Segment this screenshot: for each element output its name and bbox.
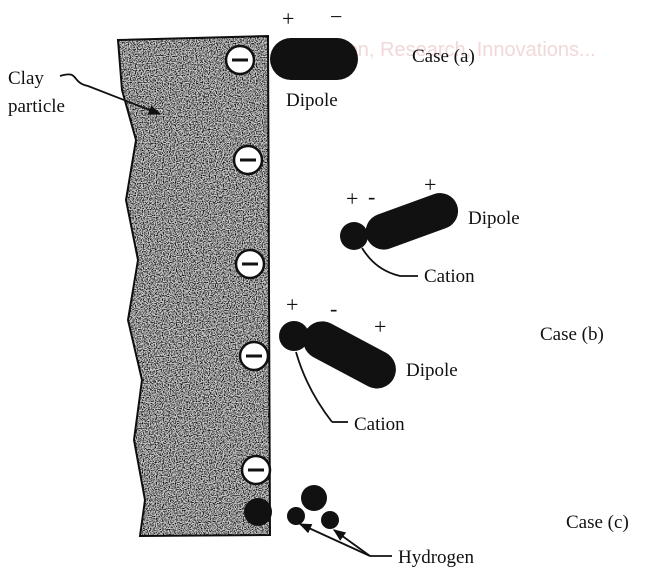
negative-charge-icon	[242, 456, 270, 484]
case-b-label: Case (b)	[540, 324, 604, 345]
minus-sign: -	[330, 296, 337, 321]
negative-charge-icon	[234, 146, 262, 174]
case-a-label: Case (a)	[412, 46, 475, 67]
hydrogen-leader-1	[300, 524, 370, 556]
dipole-b1-label: Dipole	[468, 208, 520, 229]
plus-sign: +	[282, 6, 294, 31]
negative-charge-icon	[240, 342, 268, 370]
plus-sign: +	[374, 314, 386, 339]
cation-dipole-b-upper	[340, 188, 463, 255]
plus-sign: +	[346, 186, 358, 211]
case-c-label: Case (c)	[566, 512, 629, 533]
clay-particle-label-line1: Clay	[8, 68, 44, 89]
minus-sign: −	[330, 4, 342, 29]
clay-particle-label-line2: particle	[8, 96, 65, 117]
cation-1-leader	[362, 248, 400, 276]
hydrogen-label: Hydrogen	[398, 547, 474, 568]
cation-2-label: Cation	[354, 414, 405, 435]
dipole-b2-label: Dipole	[406, 360, 458, 381]
plus-sign: +	[424, 172, 436, 197]
dipole-case-a	[270, 38, 358, 80]
minus-sign: -	[368, 184, 375, 209]
plus-sign: +	[286, 292, 298, 317]
negative-charge-icon	[226, 46, 254, 74]
dipole-a-label: Dipole	[286, 90, 338, 111]
negative-charge-icon	[236, 250, 264, 278]
cation-1-label: Cation	[424, 266, 475, 287]
